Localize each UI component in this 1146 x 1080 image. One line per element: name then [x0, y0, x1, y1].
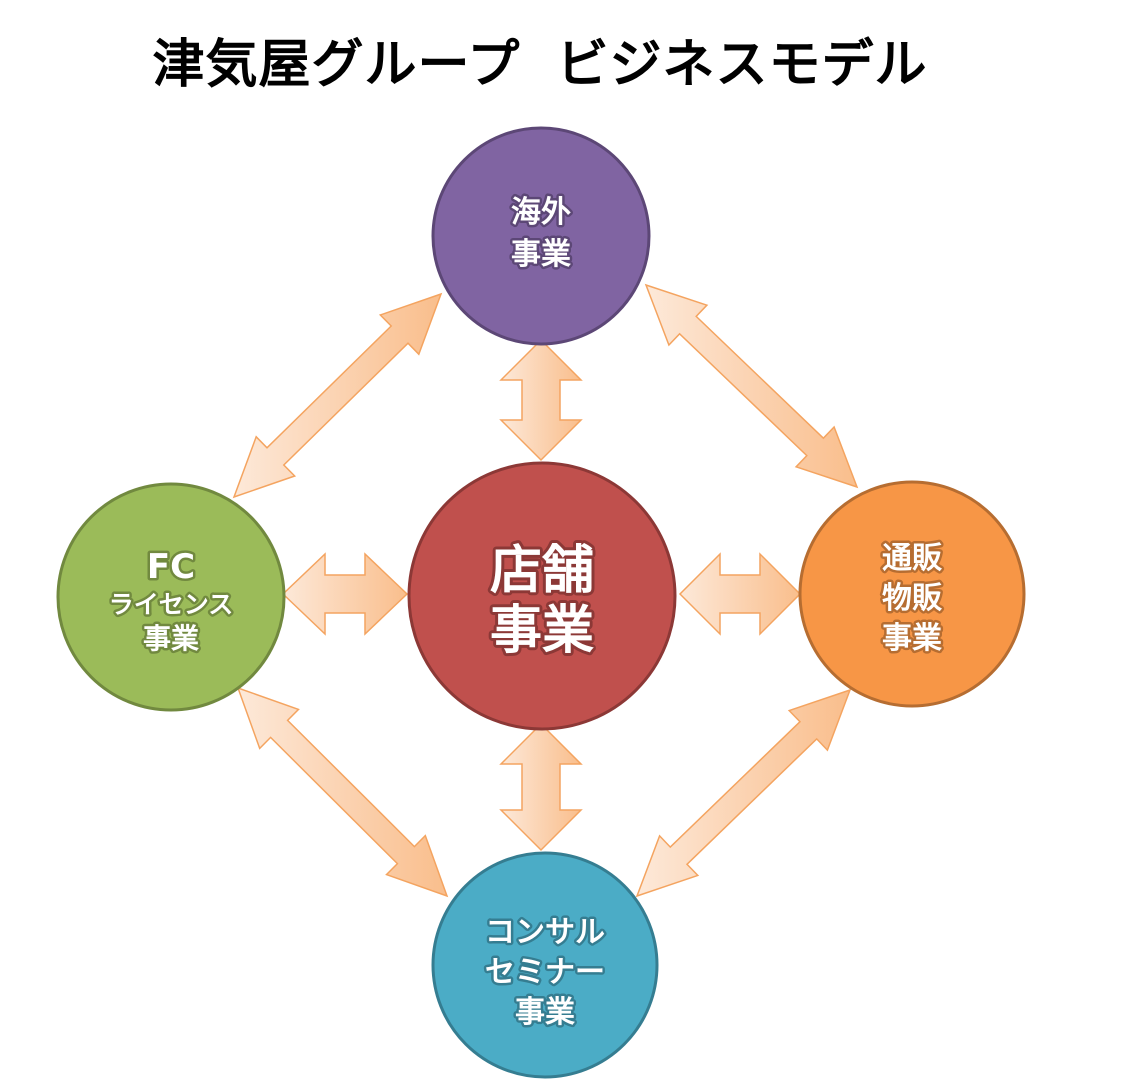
- node-fc-label-2: ライセンス: [109, 590, 234, 619]
- node-mailorder-label-1: 通販: [882, 541, 943, 576]
- node-mailorder-label-2: 物販: [882, 581, 943, 616]
- node-overseas-label-1: 海外: [511, 195, 571, 230]
- node-store-label-1: 店舗: [490, 541, 594, 601]
- arrow-overseas-store: [499, 338, 583, 462]
- node-overseas-circle: [431, 126, 651, 346]
- arrow-overseas-fc: [232, 292, 443, 499]
- node-store-label-2: 事業: [490, 601, 594, 661]
- node-consult-label-2: セミナー: [485, 955, 605, 990]
- node-store: 店舗 事業: [407, 461, 677, 731]
- arrow-overseas-mailorder: [644, 283, 859, 489]
- title-group-name: 津気屋グループ: [152, 35, 521, 95]
- node-fc-circle: [56, 482, 286, 712]
- node-consult-circle: [431, 851, 659, 1079]
- page-title: 津気屋グループビジネスモデル: [0, 22, 1080, 97]
- node-mailorder: 通販 物販 事業: [798, 480, 1026, 708]
- arrows-layer: [232, 283, 859, 898]
- arrow-store-mailorder: [678, 552, 802, 636]
- node-consult-label-1: コンサル: [485, 915, 605, 950]
- title-business-model: ビジネスモデル: [556, 35, 928, 95]
- node-fc-label-1: FC: [147, 547, 195, 587]
- node-store-circle: [407, 461, 677, 731]
- node-mailorder-label-3: 事業: [882, 621, 942, 656]
- node-fc-label-3: 事業: [143, 622, 199, 655]
- node-consult-label-3: 事業: [515, 995, 575, 1030]
- arrow-store-consult: [499, 722, 583, 852]
- node-overseas: 海外 事業: [431, 126, 651, 346]
- node-consult: コンサル セミナー 事業: [431, 851, 659, 1079]
- node-overseas-label-2: 事業: [511, 237, 571, 272]
- arrow-mailorder-consult: [635, 688, 852, 898]
- node-fc: FC ライセンス 事業: [56, 482, 286, 712]
- arrow-fc-store: [281, 552, 409, 636]
- arrow-fc-consult: [236, 686, 449, 898]
- node-mailorder-circle: [798, 480, 1026, 708]
